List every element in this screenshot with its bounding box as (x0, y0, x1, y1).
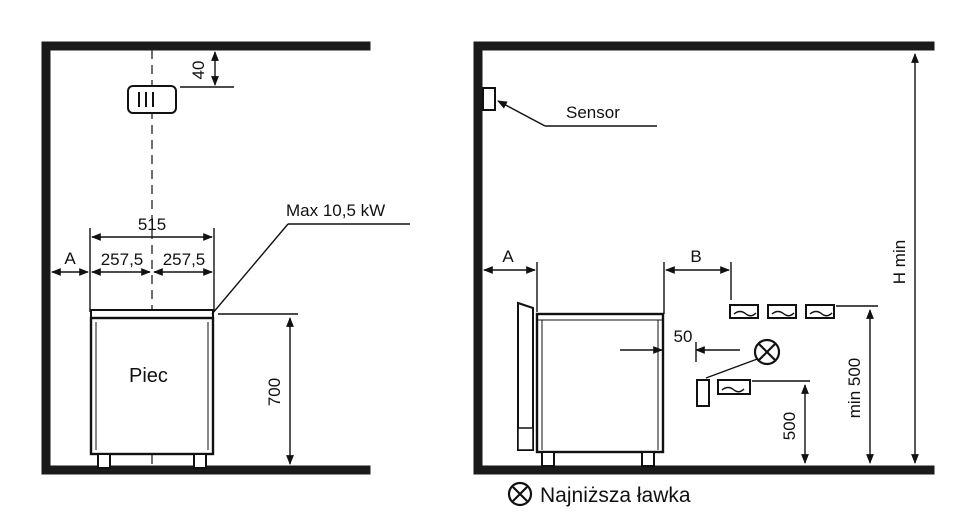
legend-text: Najniższa ławka (540, 484, 691, 507)
left-room-walls (41, 41, 371, 475)
right-lowest-bench-marker (753, 338, 781, 366)
right-bench-height: 500 (780, 412, 799, 440)
left-room: 40 515 257,5 257,5 A Piec Max 10,5 kW 7 (41, 41, 410, 475)
right-room-height: H min (890, 240, 909, 284)
right-lowest-bench (696, 357, 761, 407)
right-room: Sensor H min A B 50 (473, 41, 935, 475)
right-gap: 50 (674, 327, 693, 346)
right-sensor-box (482, 87, 496, 111)
right-heater (517, 301, 665, 467)
left-sensor-unit (127, 85, 177, 114)
left-half-left: 257,5 (101, 250, 144, 269)
right-clearance-a: A (502, 247, 514, 266)
left-power-leader (211, 223, 289, 315)
left-heater (89, 309, 215, 469)
right-sensor-label: Sensor (566, 103, 620, 122)
right-sensor-leader (497, 100, 546, 127)
left-max-power: Max 10,5 kW (286, 201, 385, 220)
left-height: 700 (265, 378, 284, 406)
left-sensor-gap: 40 (189, 61, 208, 80)
left-width-total: 515 (138, 215, 166, 234)
left-heater-label: Piec (129, 365, 168, 387)
right-room-walls (473, 41, 935, 475)
legend: Najniższa ławka (507, 481, 691, 507)
right-min-height: min 500 (845, 358, 864, 418)
right-stones-upper (729, 304, 835, 319)
left-clearance: A (64, 249, 76, 268)
right-clearance-b: B (690, 247, 701, 266)
circle-x-icon (507, 481, 533, 507)
left-half-right: 257,5 (163, 250, 206, 269)
